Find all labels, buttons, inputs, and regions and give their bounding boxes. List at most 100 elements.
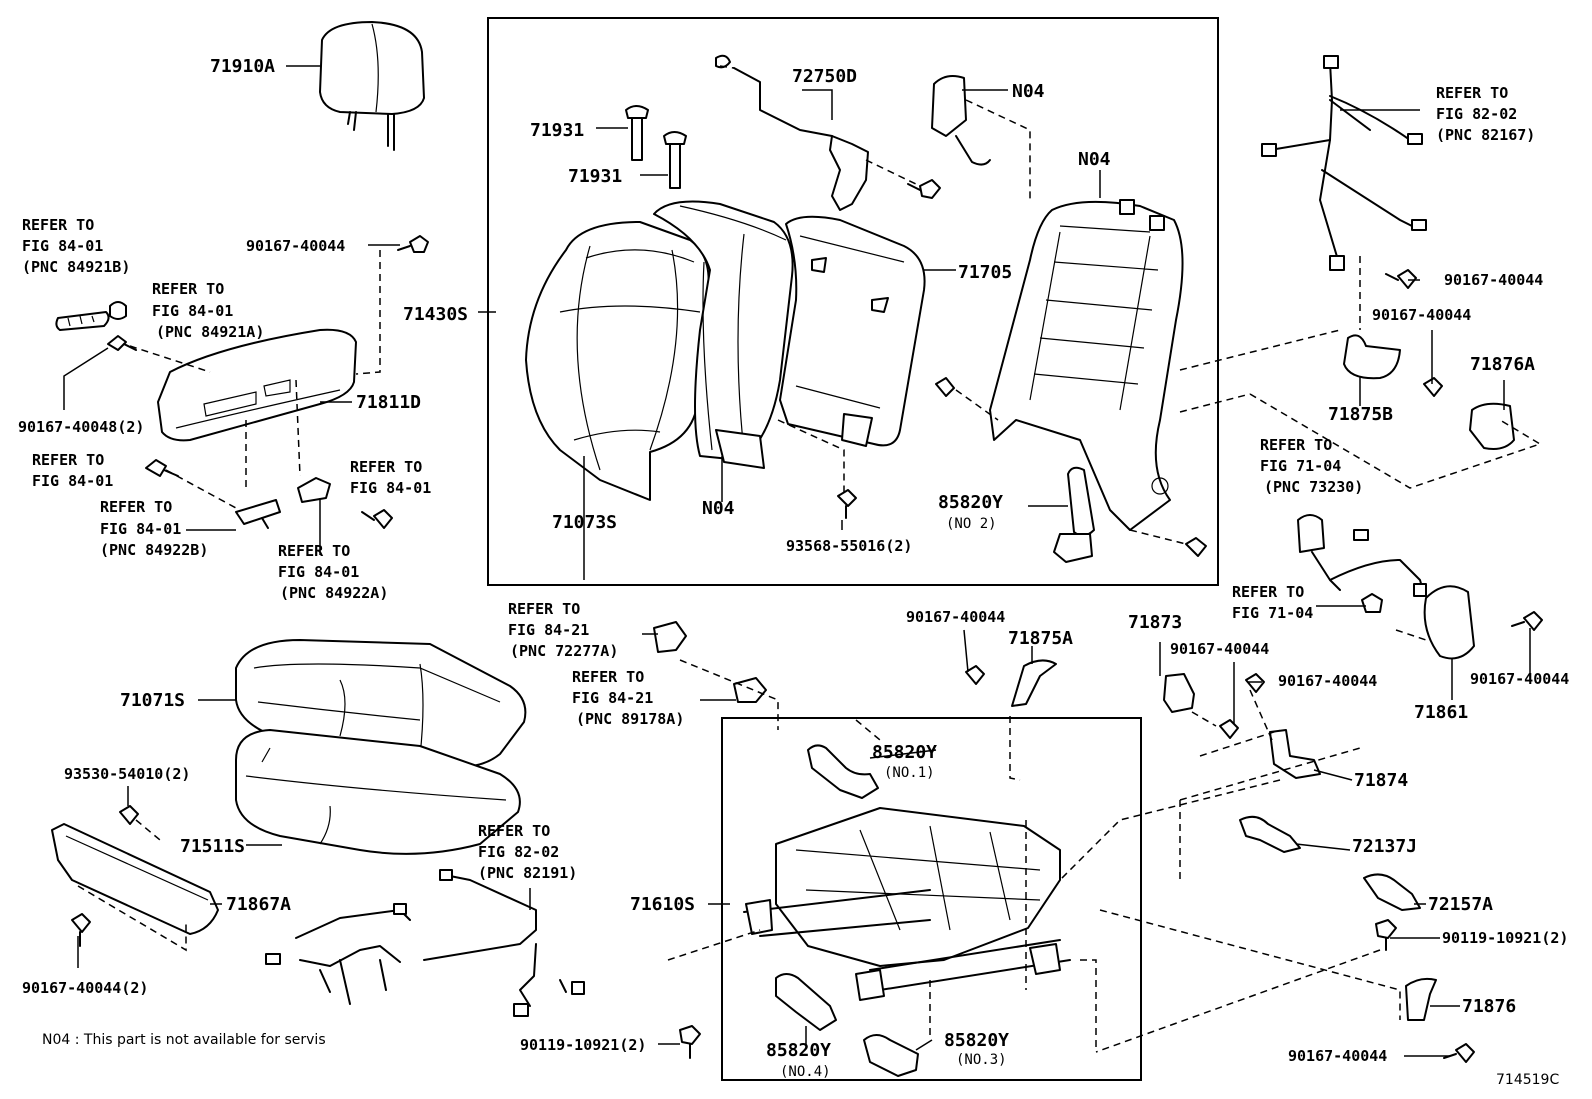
belt-buckle-73230[interactable] xyxy=(1297,514,1427,597)
label-93530[interactable]: 93530-54010(2) xyxy=(64,765,190,783)
seatback-cover-drawing[interactable] xyxy=(525,221,710,501)
label-85820Y-no2[interactable]: 85820Y xyxy=(938,492,1003,513)
label-71876[interactable]: 71876 xyxy=(1462,996,1516,1017)
ref-84921B-line3[interactable]: (PNC 84921B) xyxy=(22,258,130,276)
label-71073S[interactable]: 71073S xyxy=(552,512,617,533)
bolt-72750D[interactable] xyxy=(907,179,941,199)
wire-harness-82191[interactable] xyxy=(265,869,585,1017)
ref-7104-line2[interactable]: FIG 71-04 xyxy=(1232,604,1313,622)
label-71875A[interactable]: 71875A xyxy=(1008,628,1073,649)
seatback-frame-n04[interactable] xyxy=(989,199,1184,531)
label-90167-40044-d[interactable]: 90167-40044 xyxy=(1470,670,1569,688)
bolt-90167-40044-d[interactable] xyxy=(1511,611,1543,631)
motor-85820Y-no4[interactable] xyxy=(775,973,837,1031)
label-n04-lumbar[interactable]: N04 xyxy=(1012,81,1045,102)
seatback-board-71705[interactable] xyxy=(779,215,926,447)
connector-89178A[interactable] xyxy=(733,677,767,703)
label-71610S[interactable]: 71610S xyxy=(630,894,695,915)
label-90167-40044-a[interactable]: 90167-40044 xyxy=(246,237,345,255)
bolt-93568[interactable] xyxy=(837,489,857,519)
label-71705[interactable]: 71705 xyxy=(958,262,1012,283)
cover-71876A[interactable] xyxy=(1469,402,1515,450)
ref-84922B-line3[interactable]: (PNC 84922B) xyxy=(100,541,208,559)
headrest-drawing[interactable] xyxy=(319,21,425,151)
label-n04-pad[interactable]: N04 xyxy=(702,498,735,519)
bracket-71874[interactable] xyxy=(1269,729,1321,779)
ref-8401-a-line2[interactable]: FIG 84-01 xyxy=(32,472,113,490)
label-90167-40044-f[interactable]: 90167-40044 xyxy=(1278,672,1377,690)
label-90167-40044-c[interactable]: 90167-40044 xyxy=(1372,306,1471,324)
label-90167-40044-b[interactable]: 90167-40044 xyxy=(1444,271,1543,289)
bolt-90167-40044-a[interactable] xyxy=(397,235,429,253)
bolt-90167-40044-e[interactable] xyxy=(1219,719,1239,739)
seat-cushion-pad-71511S[interactable] xyxy=(235,729,521,855)
bolt-90167-40044-f[interactable] xyxy=(1245,673,1265,693)
label-90119-10921-a[interactable]: 90119-10921(2) xyxy=(1442,929,1568,947)
ref-84921A-line3[interactable]: (PNC 84921A) xyxy=(156,323,264,341)
bracket-71873[interactable] xyxy=(1163,673,1195,713)
label-71875B[interactable]: 71875B xyxy=(1328,404,1393,425)
bracket-71875A[interactable] xyxy=(1011,659,1057,707)
motor-85820Y-no2[interactable] xyxy=(1053,466,1095,563)
wire-harness-82167[interactable] xyxy=(1261,55,1427,271)
bolt-frame-left[interactable] xyxy=(935,377,955,397)
label-71876A[interactable]: 71876A xyxy=(1470,354,1535,375)
label-72137J[interactable]: 72137J xyxy=(1352,836,1417,857)
lock-cable-72750D[interactable] xyxy=(715,54,869,211)
label-85820Y-no3[interactable]: 85820Y xyxy=(944,1030,1009,1051)
label-71874[interactable]: 71874 xyxy=(1354,770,1408,791)
label-71873[interactable]: 71873 xyxy=(1128,612,1182,633)
bolt-93530[interactable] xyxy=(119,805,139,825)
seat-track-71610S[interactable] xyxy=(743,807,1071,1001)
headrest-guide-71931-a[interactable] xyxy=(625,105,649,161)
motor-85820Y-no1[interactable] xyxy=(807,744,879,799)
ref-73230-line3[interactable]: (PNC 73230) xyxy=(1264,478,1363,496)
label-90167-40044-g[interactable]: 90167-40044 xyxy=(1288,1047,1387,1065)
ref-82167-line3[interactable]: (PNC 82167) xyxy=(1436,126,1535,144)
bolt-90119-10921-a[interactable] xyxy=(1375,919,1397,951)
label-n04-frame[interactable]: N04 xyxy=(1078,149,1111,170)
label-71861[interactable]: 71861 xyxy=(1414,702,1468,723)
label-93568[interactable]: 93568-55016(2) xyxy=(786,537,912,555)
switch-knob-84921A[interactable] xyxy=(109,301,127,320)
bolt-90167-40044-b[interactable] xyxy=(1385,269,1417,289)
label-71867A[interactable]: 71867A xyxy=(226,894,291,915)
nut-ref-7104[interactable] xyxy=(1361,593,1383,613)
label-90119-10921-b[interactable]: 90119-10921(2) xyxy=(520,1036,646,1054)
label-71931-a[interactable]: 71931 xyxy=(530,120,584,141)
bracket-84922A[interactable] xyxy=(297,477,331,503)
bolt-90167-40044-g[interactable] xyxy=(1443,1043,1475,1063)
label-90167-40044-h[interactable]: 90167-40044 xyxy=(906,608,1005,626)
ref-84922A-line3[interactable]: (PNC 84922A) xyxy=(280,584,388,602)
label-90167-40044-i[interactable]: 90167-40044(2) xyxy=(22,979,148,997)
label-71071S[interactable]: 71071S xyxy=(120,690,185,711)
bolt-90119-10921-b[interactable] xyxy=(679,1025,701,1059)
bolt-90167-40044-c[interactable] xyxy=(1423,377,1443,397)
clip-72277A[interactable] xyxy=(653,621,687,653)
label-90167-40048[interactable]: 90167-40048(2) xyxy=(18,418,144,436)
clip-72137J[interactable] xyxy=(1239,815,1301,853)
screw-90167-40048[interactable] xyxy=(107,335,137,351)
ref-82191-line3[interactable]: (PNC 82191) xyxy=(478,864,577,882)
label-85820Y-no4[interactable]: 85820Y xyxy=(766,1040,831,1061)
headrest-guide-71931-b[interactable] xyxy=(663,131,687,189)
label-71931-b[interactable]: 71931 xyxy=(568,166,622,187)
label-71910A[interactable]: 71910A xyxy=(210,56,275,77)
screw-ref-8401-b[interactable] xyxy=(361,509,393,529)
screw-ref-8401-a[interactable] xyxy=(145,459,179,477)
label-85820Y-no1[interactable]: 85820Y xyxy=(872,742,937,763)
side-cover-drawing[interactable] xyxy=(157,328,357,442)
label-71430S[interactable]: 71430S xyxy=(403,304,468,325)
switch-knob-84921B[interactable] xyxy=(55,311,110,331)
label-71511S[interactable]: 71511S xyxy=(180,836,245,857)
bracket-84922B[interactable] xyxy=(235,499,281,529)
cover-71875B[interactable] xyxy=(1343,334,1401,380)
ref-8401-b-line2[interactable]: FIG 84-01 xyxy=(350,479,431,497)
ref-72277A-line3[interactable]: (PNC 72277A) xyxy=(510,642,618,660)
cushion-71861[interactable] xyxy=(1423,585,1475,660)
ref-89178A-line3[interactable]: (PNC 89178A) xyxy=(576,710,684,728)
label-71811D[interactable]: 71811D xyxy=(356,392,421,413)
label-72750D[interactable]: 72750D xyxy=(792,66,857,87)
bolt-90167-40044-i[interactable] xyxy=(71,913,91,947)
label-90167-40044-e[interactable]: 90167-40044 xyxy=(1170,640,1269,658)
